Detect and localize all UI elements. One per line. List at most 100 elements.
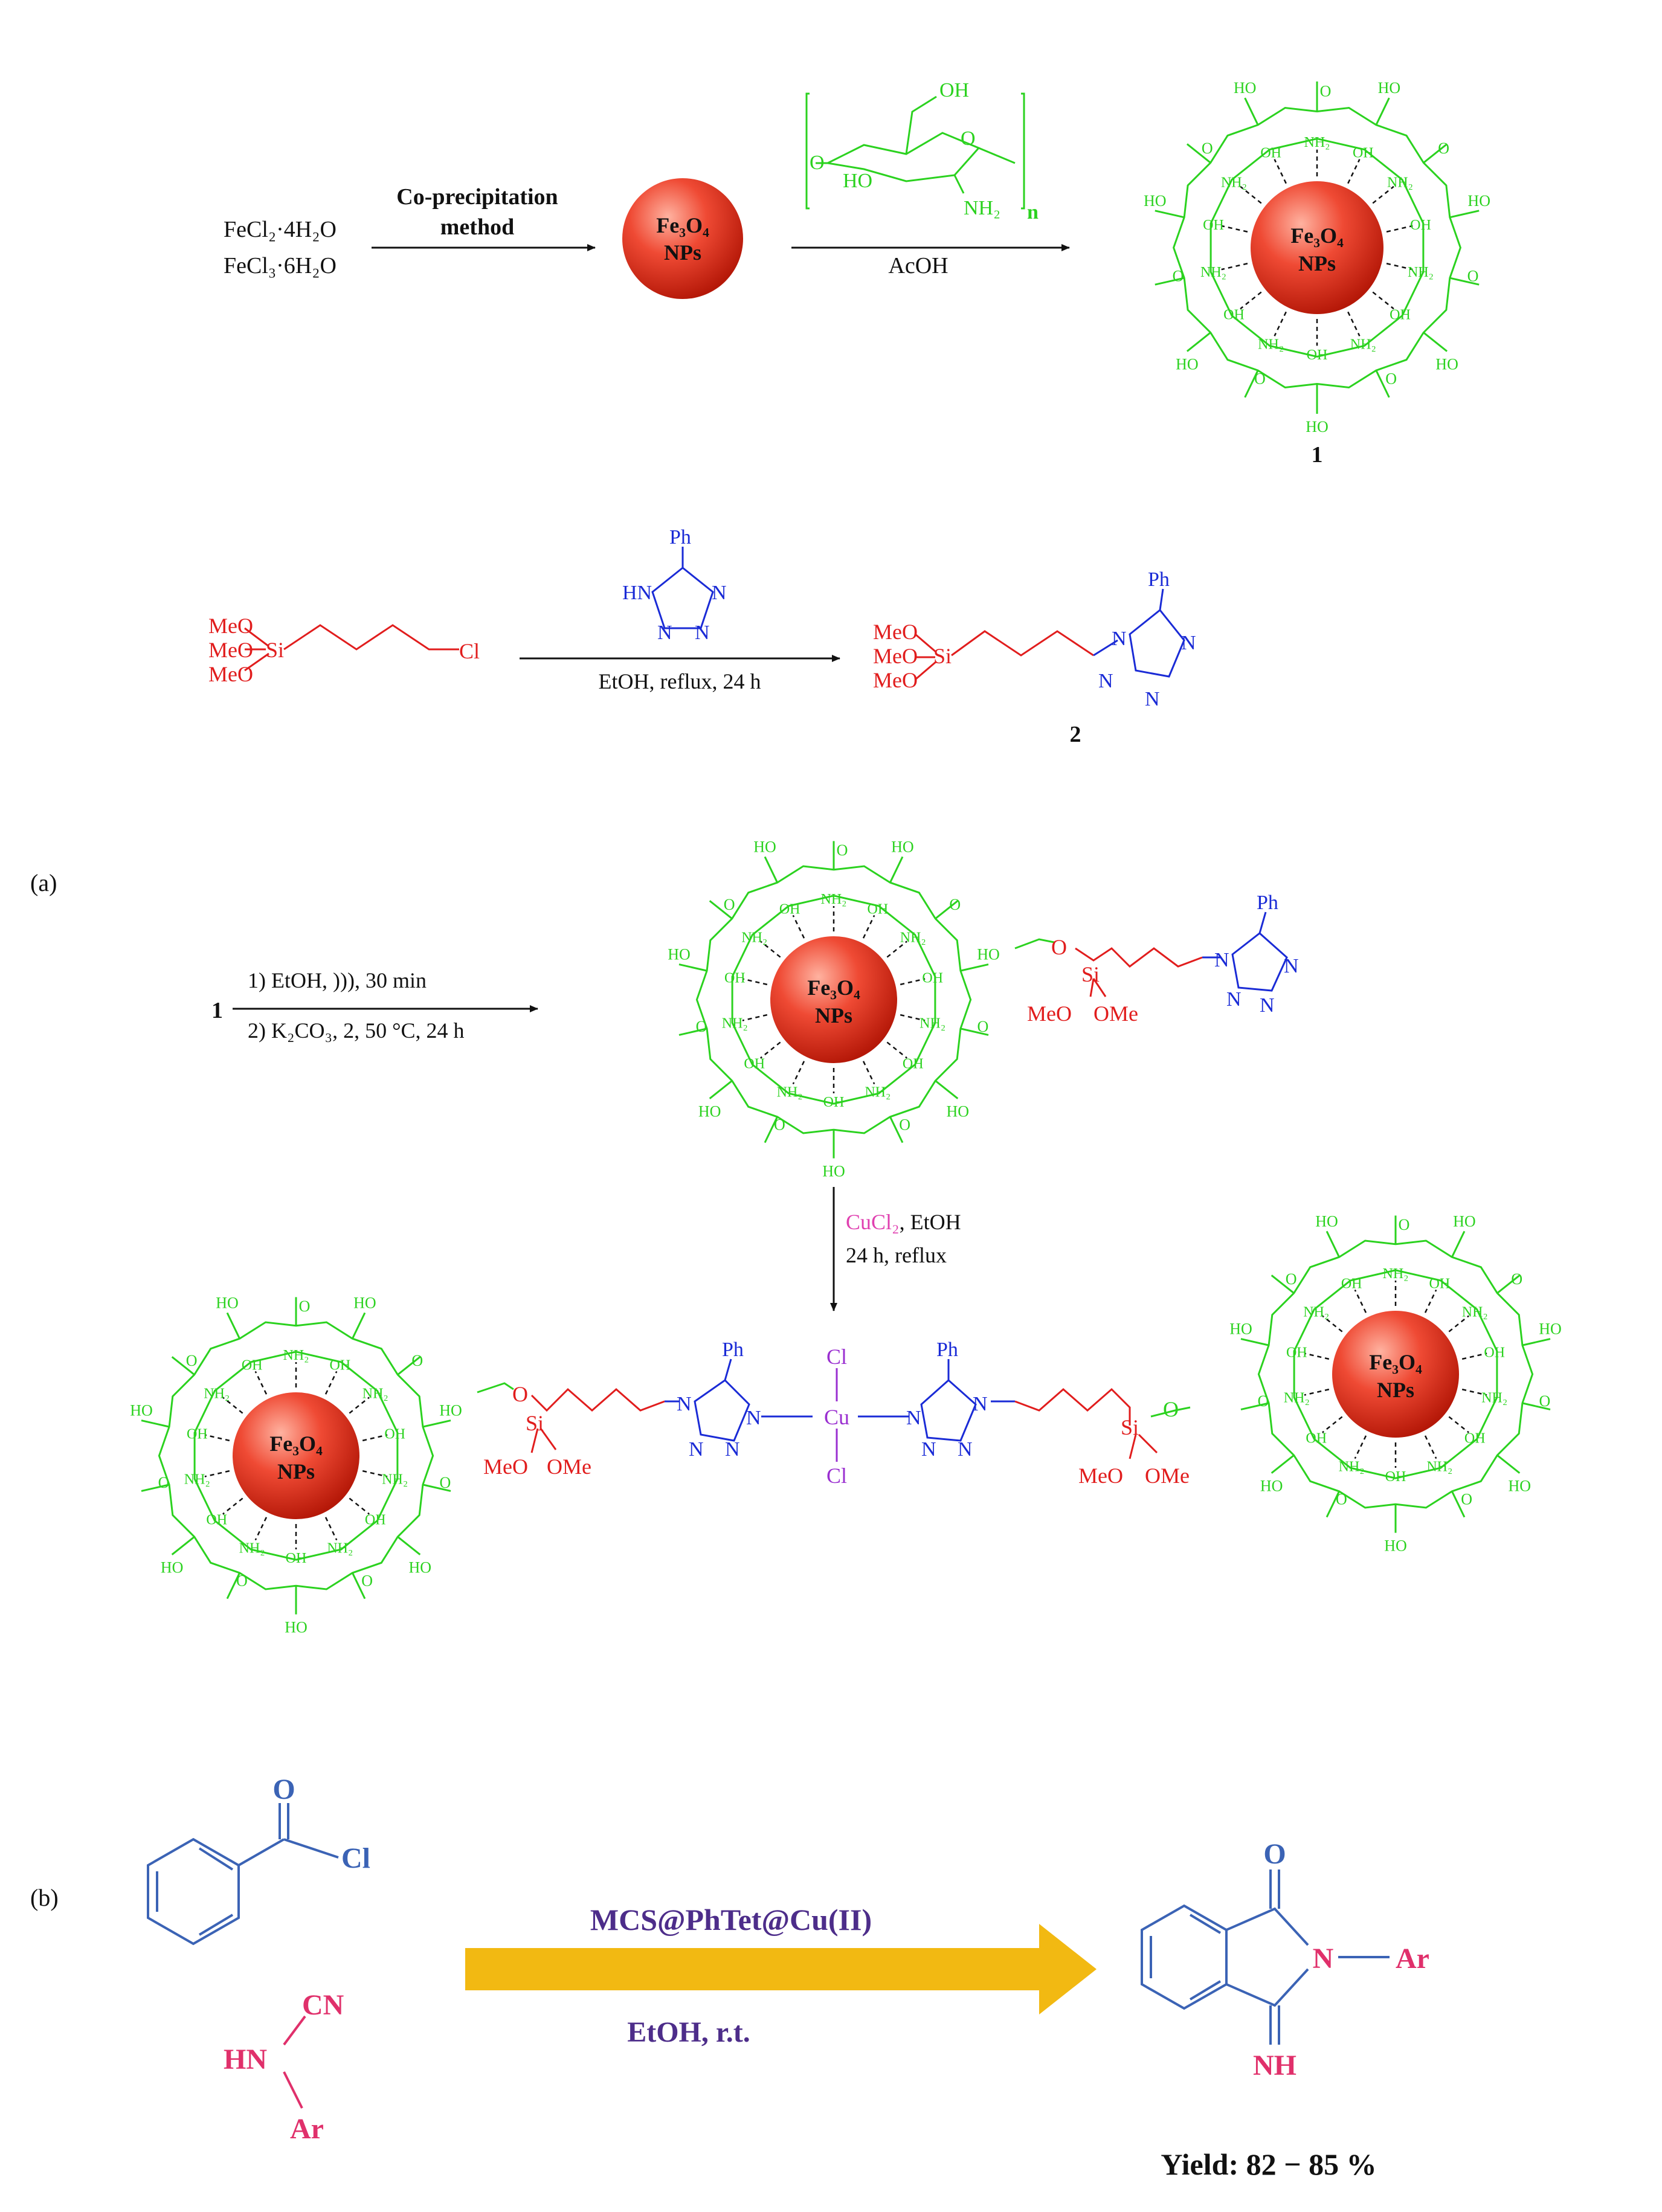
ring-oxygen: O: [1438, 140, 1449, 157]
hydroxymethyl-arm: [1449, 277, 1480, 286]
hydroxymethyl-arm: [397, 1536, 421, 1555]
catalyst-label: MCS@PhTet@Cu(II): [590, 1903, 872, 1937]
fe3o4-sphere: [1251, 181, 1383, 314]
amino-group: NH₂: [722, 1015, 748, 1031]
left-link-ome: OMe: [547, 1455, 591, 1479]
hydroxymethyl-arm: [935, 1080, 959, 1099]
hydrogen-bond: [1304, 1352, 1330, 1360]
product2-n1: N: [1112, 628, 1127, 650]
hydroxymethyl-oh: HO: [1260, 1477, 1283, 1495]
hydrogen-bond: [349, 1497, 370, 1515]
hydroxymethyl-oh: HO: [698, 1103, 721, 1120]
hydroxyl-group: OH: [1429, 1276, 1451, 1292]
amino-group: NH₂: [1481, 1390, 1507, 1406]
hydroxymethyl-arm: [1271, 1455, 1295, 1474]
ring-oxygen: O: [1385, 370, 1397, 388]
hydrogen-bond: [1386, 225, 1413, 233]
cu-center: Cu: [824, 1405, 849, 1429]
amino-group: NH₂: [1426, 1459, 1452, 1474]
right-tet-n4: N: [958, 1438, 973, 1461]
hydrogen-bond: [792, 915, 805, 939]
nanoparticle-label-2: NPs: [1298, 251, 1336, 275]
left-link-si: Si: [526, 1411, 544, 1435]
method-label: method: [440, 214, 514, 240]
ring-oxygen: O: [1258, 1392, 1269, 1410]
hydroxymethyl-oh: HO: [1467, 192, 1490, 210]
amino-group: NH₂: [1462, 1304, 1488, 1320]
chitosan-inner-ring: [1293, 1269, 1498, 1479]
hydroxymethyl-arm: [422, 1484, 451, 1492]
right-tet-n2: N: [973, 1393, 988, 1415]
repeat-n: n: [1027, 201, 1039, 223]
tetrazole-ph: Ph: [669, 526, 691, 548]
hydroxymethyl-oh: HO: [1509, 1477, 1532, 1495]
left-tet-n1: N: [677, 1393, 692, 1415]
amino-group: NH₂: [184, 1471, 210, 1487]
hydrogen-bond: [862, 1061, 875, 1085]
hydrogen-bond: [1322, 1315, 1343, 1333]
panel-label-a: (a): [30, 869, 57, 896]
hydroxymethyl-arm: [764, 856, 778, 883]
hydroxymethyl-arm: [1186, 143, 1211, 164]
hydrogen-bond: [1221, 225, 1248, 233]
hydroxymethyl-arm: [678, 1027, 707, 1036]
hydroxymethyl-oh: HO: [977, 946, 1000, 963]
hydrogen-bond: [204, 1434, 230, 1442]
hydroxyl-group: OH: [1484, 1345, 1505, 1361]
chitosan-inner-ring: [731, 895, 936, 1105]
hydrogen-bond: [349, 1397, 370, 1414]
hydroxymethyl-arm: [1451, 1491, 1466, 1518]
fe3o4-sphere: [1332, 1311, 1459, 1438]
hydroxymethyl-oh: HO: [130, 1402, 153, 1419]
ring-oxygen: O: [1511, 1270, 1522, 1288]
hydroxyl-group: OH: [1260, 146, 1281, 161]
hydroxymethyl-oh: HO: [1176, 356, 1199, 373]
ring-oxygen: O: [361, 1572, 373, 1589]
hydroxymethyl-arm: [1522, 1402, 1551, 1410]
hydrogen-bond: [1354, 1435, 1367, 1459]
hydrogen-bond: [1322, 1416, 1343, 1433]
graft-n1: N: [1214, 949, 1229, 971]
nanoparticle-label-2: NPs: [815, 1003, 852, 1027]
hydrogen-bond: [362, 1470, 388, 1477]
hydrogen-bond: [1424, 1289, 1437, 1313]
hydroxymethyl-arm: [1155, 277, 1185, 286]
hydroxymethyl-arm: [960, 963, 989, 972]
amino-group: NH₂: [920, 1015, 945, 1031]
cyanamide-ar: Ar: [290, 2113, 324, 2145]
hydroxymethyl-oh: HO: [947, 1103, 970, 1120]
hydroxymethyl-oh: HO: [1539, 1320, 1562, 1338]
panel-label-b: (b): [30, 1884, 59, 1911]
hydroxymethyl-arm: [141, 1484, 170, 1492]
hydrogen-bond: [862, 915, 875, 939]
ring-oxygen: O: [158, 1474, 170, 1491]
hydrogen-bond: [742, 978, 768, 986]
hydroxyl-group: OH: [1385, 1469, 1406, 1485]
hydroxyl-group: OH: [823, 1095, 845, 1110]
product2-ph: Ph: [1148, 568, 1170, 591]
amino-group: NH₂: [741, 930, 767, 945]
product-oxygen: O: [1263, 1838, 1286, 1870]
hydroxyl-group: OH: [242, 1358, 263, 1374]
ring-oxygen: O: [1320, 83, 1332, 100]
aryl-cyanamide: [283, 2015, 306, 2109]
hydroxyl-group: OH: [1203, 217, 1224, 233]
hydrogen-bond: [760, 940, 781, 958]
ring-oxygen: O: [724, 896, 735, 913]
product-nitrogen: N: [1313, 1943, 1334, 1975]
left-link-o: O: [512, 1382, 528, 1406]
compound-label-2: 2: [1070, 722, 1081, 747]
hydrogen-bond: [204, 1470, 230, 1477]
nanoparticle-bare: Fe₃O₄ NPs: [622, 178, 743, 299]
hydroxymethyl-arm: [352, 1572, 366, 1600]
nanoparticle-label: Fe₃O₄: [1290, 223, 1344, 248]
hydroxymethyl-arm: [226, 1572, 240, 1600]
hydroxyl-group: OH: [744, 1056, 765, 1072]
hydroxymethyl-oh: HO: [409, 1559, 432, 1577]
hydroxymethyl-arm: [1240, 1338, 1269, 1346]
left-tet-n4: N: [725, 1438, 740, 1461]
nanoparticle-label: Fe₃O₄: [1369, 1350, 1422, 1374]
hydroxymethyl-arm: [764, 1116, 778, 1143]
